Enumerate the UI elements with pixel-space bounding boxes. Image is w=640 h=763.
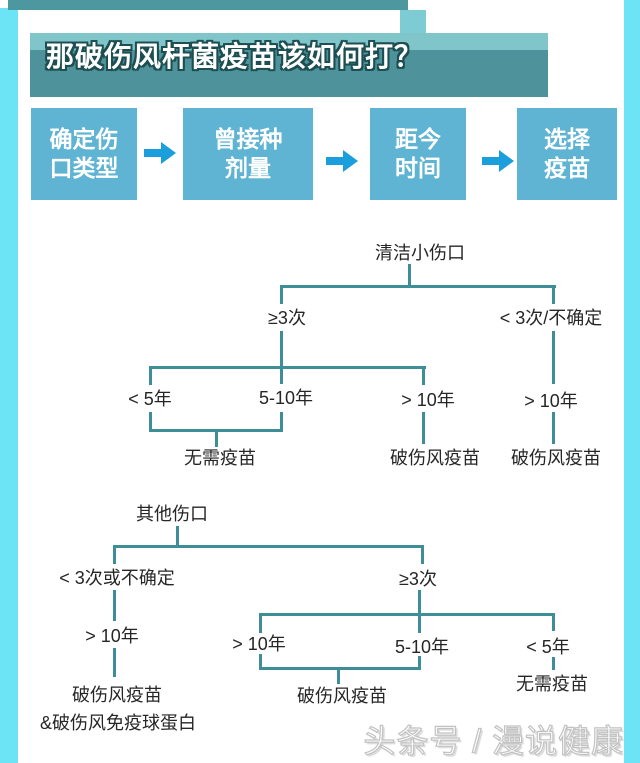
flow-node-gt10y: > 10年 bbox=[401, 390, 455, 410]
flow-connector-line bbox=[280, 331, 283, 384]
flow-connector-line bbox=[176, 526, 179, 545]
flow-node-lt3-doses: < 3次/不确定 bbox=[499, 308, 603, 328]
flow-outcome-no-vaccine: 无需疫苗 bbox=[516, 674, 588, 694]
flow-connector-line bbox=[113, 590, 116, 621]
flow-connector-line bbox=[418, 656, 421, 670]
flow-connector-line bbox=[259, 654, 262, 670]
step-label-line: 时间 bbox=[395, 155, 441, 181]
flow-connector-line bbox=[552, 412, 555, 444]
step-label-line: 选择 bbox=[544, 126, 590, 152]
flow-connector-line bbox=[422, 412, 425, 444]
step-label-line: 距今 bbox=[395, 126, 441, 152]
flow-node-ge3-doses: ≥3次 bbox=[268, 308, 306, 328]
top-accent-bar bbox=[8, 0, 408, 10]
flow-node-gt10y-mid: > 10年 bbox=[232, 634, 286, 654]
flow-connector-line bbox=[259, 613, 555, 616]
step-box-wound-type: 确定伤 口类型 bbox=[31, 108, 137, 200]
flow-node-lt5y: < 5年 bbox=[526, 637, 570, 657]
flow-outcome-tetanus-vaccine: 破伤风疫苗 bbox=[390, 448, 480, 468]
step-box-choose-vaccine: 选择 疫苗 bbox=[517, 108, 617, 200]
flow-connector-line bbox=[552, 613, 555, 631]
flow-node-lt5y: < 5年 bbox=[128, 389, 172, 409]
flow-node-gt10y-right: > 10年 bbox=[524, 391, 578, 411]
flow-connector-line bbox=[113, 545, 424, 548]
flow-connector-line bbox=[408, 264, 411, 285]
step-label-line: 疫苗 bbox=[544, 155, 590, 181]
flow-node-lt3-doses: < 3次或不确定 bbox=[59, 568, 175, 588]
flow-node-5-10y: 5-10年 bbox=[258, 388, 314, 408]
flow-connector-line bbox=[421, 545, 424, 564]
flow-connector-line bbox=[113, 648, 116, 677]
flow-node-5-10y: 5-10年 bbox=[394, 637, 450, 657]
right-arrow-icon bbox=[482, 150, 514, 172]
right-arrow-icon bbox=[144, 142, 176, 164]
step-label-line: 剂量 bbox=[225, 155, 271, 181]
flow-node-gt10y-left: > 10年 bbox=[85, 626, 139, 646]
flow-node-other-wound: 其他伤口 bbox=[136, 504, 208, 524]
flow-outcome-tetanus-vaccine: 破伤风疫苗 bbox=[511, 448, 601, 468]
flow-connector-line bbox=[552, 657, 555, 670]
page-title: 那破伤风杆菌疫苗该如何打？ bbox=[46, 41, 424, 72]
flow-outcome-immunoglobulin: &破伤风免疫球蛋白 bbox=[39, 713, 197, 733]
flow-connector-line bbox=[149, 366, 152, 385]
flow-connector-line bbox=[418, 590, 421, 633]
left-edge-strip bbox=[0, 8, 18, 763]
flow-outcome-no-vaccine: 无需疫苗 bbox=[184, 448, 256, 468]
step-label-line: 口类型 bbox=[49, 155, 119, 181]
flow-connector-line bbox=[552, 331, 555, 384]
flow-connector-line bbox=[259, 667, 421, 670]
flow-connector-line bbox=[552, 285, 555, 304]
step-label-line: 确定伤 bbox=[49, 126, 119, 152]
watermark-logo-text: 头条号 / 漫说健康 bbox=[363, 722, 624, 759]
flow-connector-line bbox=[280, 285, 283, 304]
flow-connector-line bbox=[280, 412, 283, 432]
flow-connector-line bbox=[113, 545, 116, 564]
flow-outcome-tetanus-vaccine: 破伤风疫苗 bbox=[72, 685, 162, 705]
flow-connector-line bbox=[280, 285, 556, 288]
flow-node-ge3-doses: ≥3次 bbox=[399, 569, 437, 589]
flow-connector-line bbox=[337, 667, 340, 684]
flow-connector-line bbox=[422, 366, 425, 385]
flow-node-clean-wound: 清洁小伤口 bbox=[375, 243, 465, 263]
flow-connector-line bbox=[215, 429, 218, 447]
right-arrow-icon bbox=[326, 150, 358, 172]
flow-connector-line bbox=[259, 613, 262, 633]
title-banner: 那破伤风杆菌疫苗该如何打？ bbox=[30, 33, 548, 97]
flow-connector-line bbox=[149, 412, 152, 432]
step-box-prior-doses: 曾接种 剂量 bbox=[183, 108, 313, 200]
flow-outcome-tetanus-vaccine: 破伤风疫苗 bbox=[297, 686, 387, 706]
step-box-time-since: 距今 时间 bbox=[370, 108, 466, 200]
step-label-line: 曾接种 bbox=[213, 126, 283, 152]
right-edge-strip bbox=[624, 0, 640, 763]
flow-connector-line bbox=[149, 366, 426, 369]
